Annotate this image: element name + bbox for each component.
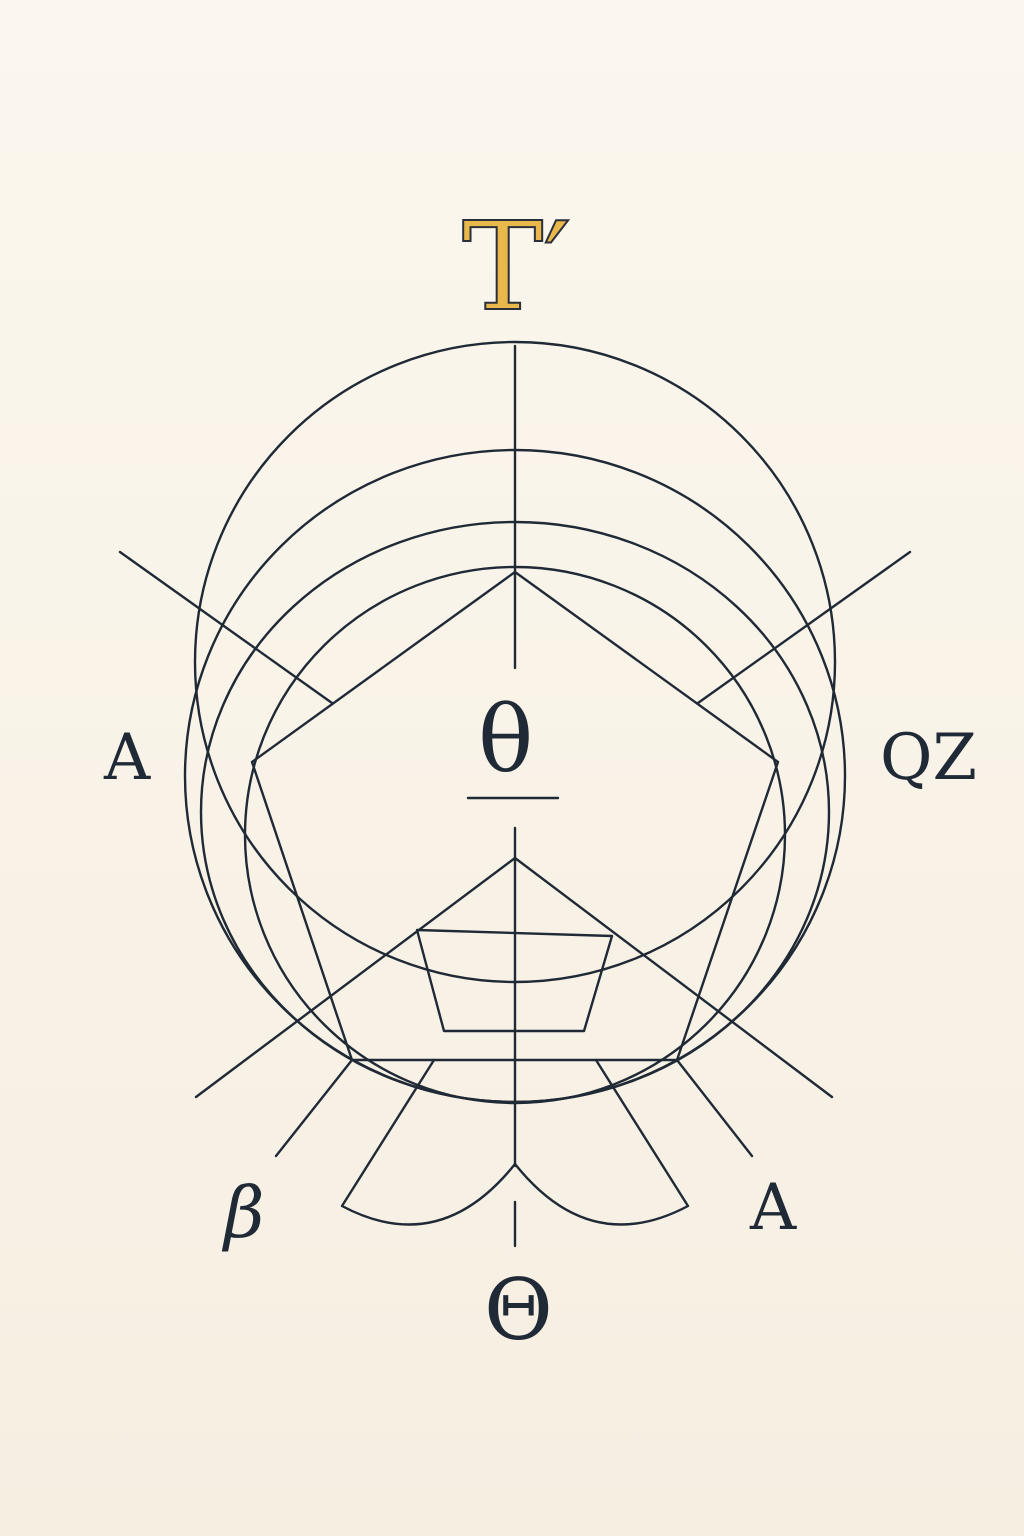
spoke-left-outer (274, 1058, 354, 1158)
label-t-prime: T′ (461, 196, 572, 338)
lower-left-ray (194, 856, 517, 1099)
label-qz-right: QZ (880, 721, 977, 795)
lower-right-ray (513, 856, 834, 1099)
small-pentagon (415, 928, 614, 1033)
label-theta-bottom: Θ (484, 1261, 553, 1359)
label-theta-center: θ (478, 686, 534, 793)
upper-right-ray (696, 550, 912, 705)
right-fan (513, 1058, 690, 1226)
spoke-right-outer (675, 1058, 754, 1158)
label-a-bottom-right: A (750, 1171, 797, 1245)
label-beta: β (224, 1172, 265, 1254)
label-a-left: A (104, 721, 151, 795)
upper-left-ray (118, 550, 334, 705)
left-fan (340, 1058, 517, 1226)
large-pentagon (250, 570, 780, 1062)
